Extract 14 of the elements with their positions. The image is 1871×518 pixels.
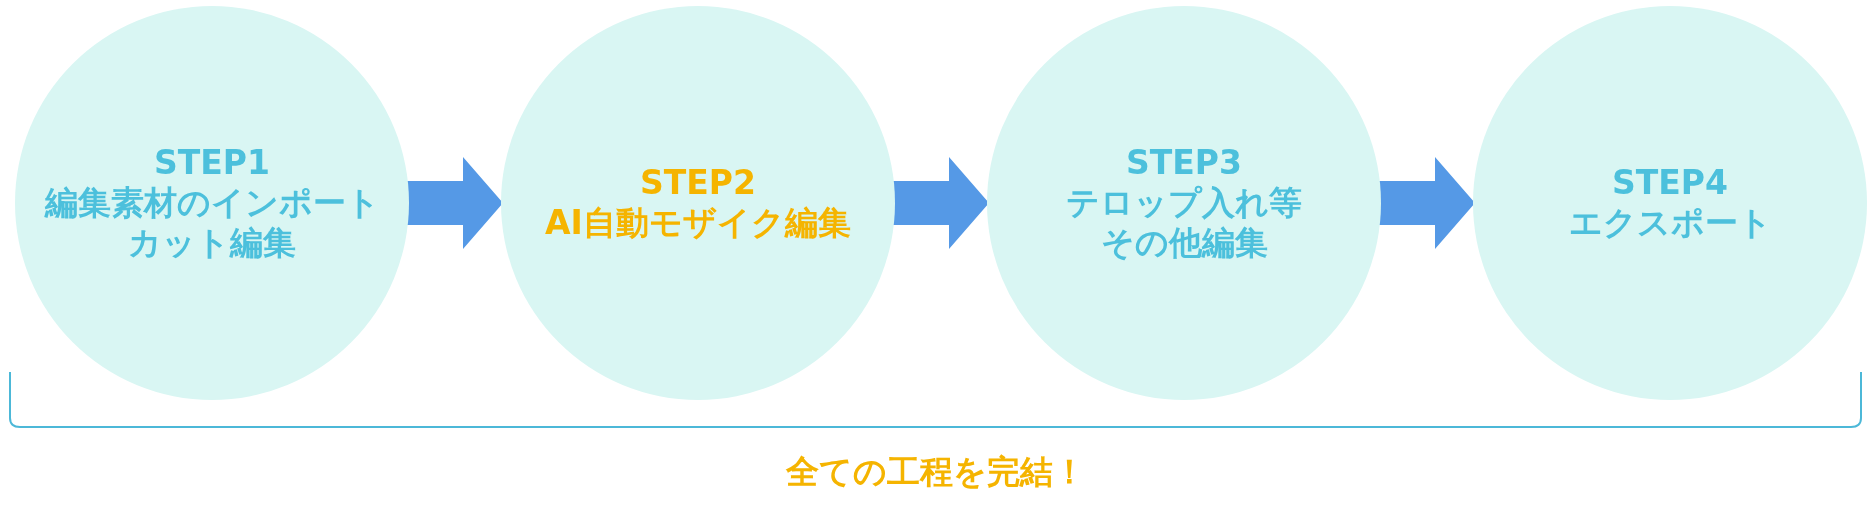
block-arrow	[1379, 157, 1475, 249]
step-text: エクスポート	[1568, 203, 1772, 243]
step-text: その他編集	[1100, 223, 1268, 263]
caption: 全ての工程を完結！	[785, 452, 1086, 491]
step-number: STEP4	[1612, 163, 1728, 203]
block-arrow	[893, 157, 989, 249]
step-text: テロップ入れ等	[1066, 183, 1302, 223]
block-arrow	[407, 157, 503, 249]
step-text: カット編集	[128, 223, 296, 263]
step-number: STEP3	[1126, 143, 1242, 183]
step-number: STEP1	[154, 143, 270, 183]
step-text: AI自動モザイク編集	[545, 203, 851, 243]
step-text: 編集素材のインポート	[44, 183, 380, 223]
step-number: STEP2	[640, 163, 756, 203]
